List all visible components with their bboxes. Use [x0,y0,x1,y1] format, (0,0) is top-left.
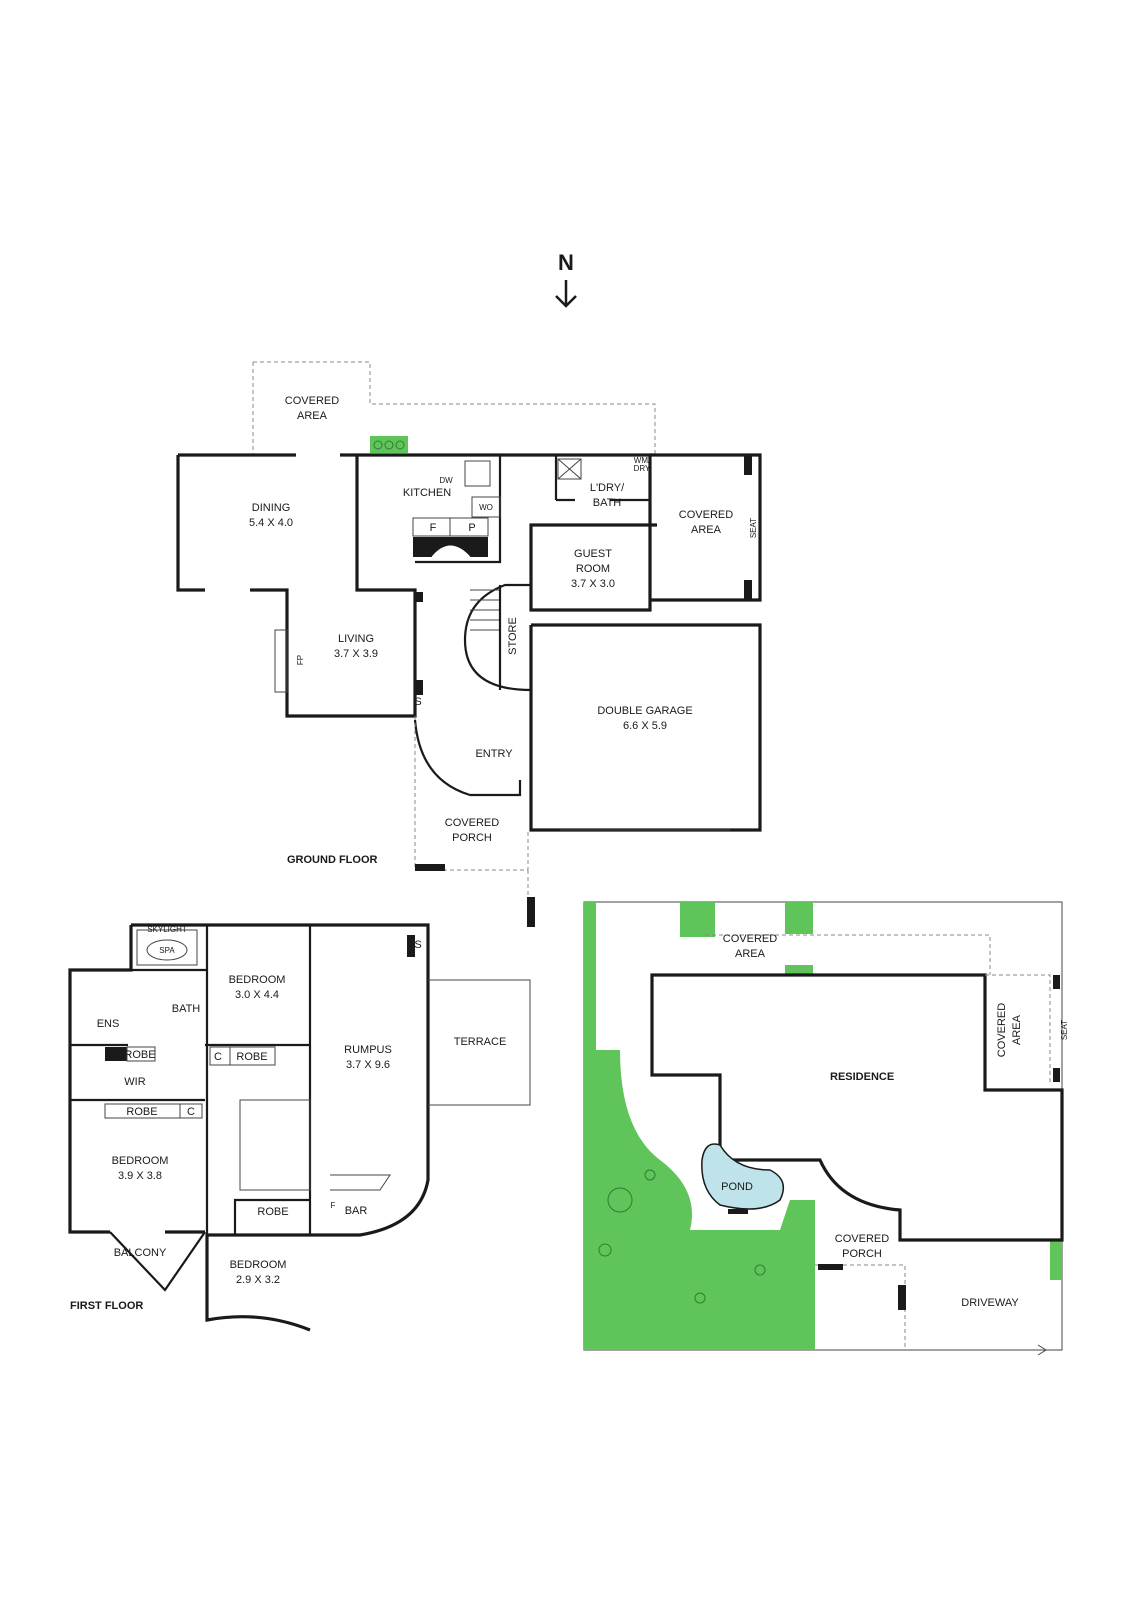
svg-text:BATH: BATH [172,1003,201,1015]
svg-text:FP: FP [296,655,305,665]
svg-text:S: S [414,696,421,708]
svg-text:WIR: WIR [124,1076,145,1088]
svg-text:ROBE: ROBE [257,1206,288,1218]
svg-text:SPA: SPA [159,946,175,955]
svg-text:ROOM: ROOM [576,563,610,575]
planter [370,436,408,453]
ground-floor-plan: COVERED AREA DINING 5.4 X 4.0 KITCHEN DW… [176,361,762,927]
room-bedroom-2: BEDROOM [112,1155,169,1167]
svg-text:C: C [214,1051,222,1063]
compass: N [555,250,577,308]
svg-text:WO: WO [479,503,493,512]
svg-text:PORCH: PORCH [842,1248,882,1260]
svg-text:SKYLIGHT: SKYLIGHT [147,925,187,934]
svg-text:SEAT: SEAT [749,518,758,538]
svg-text:2.9 X 3.2: 2.9 X 3.2 [236,1274,280,1286]
svg-text:AREA: AREA [735,948,766,960]
lawn [584,902,815,1350]
svg-text:3.7 X 3.0: 3.7 X 3.0 [571,578,615,590]
svg-text:5.4 X 4.0: 5.4 X 4.0 [249,517,293,529]
svg-text:BATH: BATH [593,497,622,509]
first-floor-title: FIRST FLOOR [70,1300,143,1312]
room-rumpus: RUMPUS [344,1044,392,1056]
svg-text:COVERED: COVERED [723,933,777,945]
svg-text:3.7 X 9.6: 3.7 X 9.6 [346,1059,390,1071]
driveway-label: DRIVEWAY [961,1297,1019,1309]
svg-text:COVERED: COVERED [996,1003,1008,1057]
svg-text:ENS: ENS [97,1018,120,1030]
svg-text:TERRACE: TERRACE [454,1036,507,1048]
svg-text:3.7 X 3.9: 3.7 X 3.9 [334,648,378,660]
svg-text:BAR: BAR [345,1205,368,1217]
pond-label: POND [721,1181,753,1193]
svg-text:C: C [187,1106,195,1118]
room-kitchen: KITCHEN [403,487,451,499]
svg-text:COVERED: COVERED [445,817,499,829]
svg-text:ROBE: ROBE [124,1049,155,1061]
ground-floor-title: GROUND FLOOR [287,854,377,866]
svg-text:AREA: AREA [297,410,328,422]
room-living: LIVING [338,633,374,645]
svg-text:PORCH: PORCH [452,832,492,844]
first-floor-plan: SKYLIGHT SPA BEDROOM 3.0 X 4.4 RUMPUS 3.… [68,923,531,1332]
svg-text:DRY: DRY [634,464,651,473]
site-plan: COVERED AREA COVERED AREA SEAT RESIDENCE… [583,901,1069,1356]
svg-text:6.6 X 5.9: 6.6 X 5.9 [623,720,667,732]
svg-text:ENTRY: ENTRY [475,748,513,760]
svg-text:DW: DW [439,476,453,485]
svg-text:3.0 X 4.4: 3.0 X 4.4 [235,989,279,1001]
pond [701,1143,785,1210]
svg-text:AREA: AREA [691,524,722,536]
svg-text:WM/: WM/ [634,456,651,465]
room-dining: DINING [252,502,291,514]
svg-text:BALCONY: BALCONY [114,1247,167,1259]
svg-text:COVERED: COVERED [285,395,339,407]
svg-text:COVERED: COVERED [835,1233,889,1245]
svg-text:F: F [331,1201,336,1210]
north-arrow-icon [555,280,577,308]
svg-text:COVERED: COVERED [679,509,733,521]
svg-text:AREA: AREA [1011,1014,1023,1045]
room-bedroom-3: BEDROOM [230,1259,287,1271]
svg-text:P: P [468,522,475,534]
svg-text:STORE: STORE [507,617,519,655]
compass-label: N [558,250,574,275]
svg-text:SEAT: SEAT [1060,1020,1069,1040]
svg-text:F: F [430,522,437,534]
residence-label: RESIDENCE [830,1071,894,1083]
svg-text:ROBE: ROBE [126,1106,157,1118]
svg-text:3.9 X 3.8: 3.9 X 3.8 [118,1170,162,1182]
svg-text:S: S [414,939,421,951]
room-garage: DOUBLE GARAGE [597,705,692,717]
room-guest: GUEST [574,548,612,560]
svg-text:ROBE: ROBE [236,1051,267,1063]
room-laundry: L'DRY/ [590,482,625,494]
room-bedroom-1: BEDROOM [229,974,286,986]
